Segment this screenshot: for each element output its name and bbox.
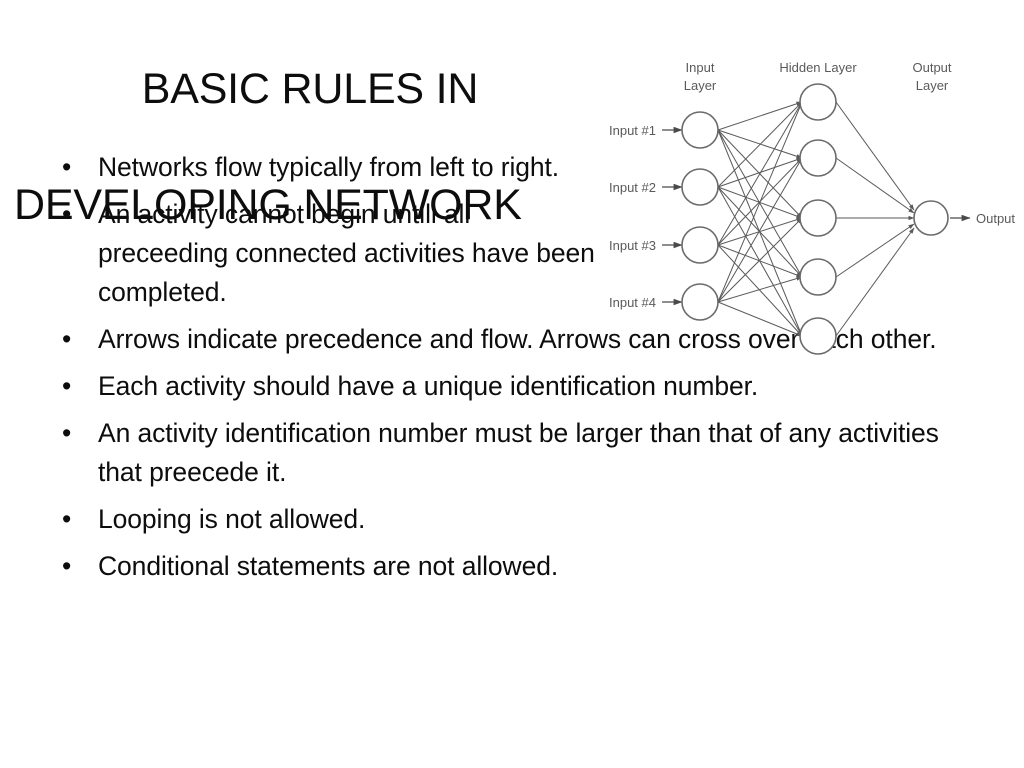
list-item: • Each activity should have a unique ide… [56, 367, 956, 406]
input-node-2 [681, 168, 719, 206]
output-node [913, 200, 949, 236]
input-label-4: Input #4 [609, 295, 656, 310]
output-layer-label-line-1: Output [912, 60, 951, 75]
bullet-marker-icon: • [62, 199, 72, 229]
hidden-to-output-edges [835, 101, 915, 337]
input-to-hidden-edges [717, 101, 803, 337]
input-node-4 [681, 283, 719, 321]
bullet-marker-icon: • [62, 152, 72, 182]
input-node-3 [681, 226, 719, 264]
bullet-marker-icon: • [62, 324, 72, 354]
input-layer-label-line-2: Layer [684, 78, 717, 93]
list-item: • Looping is not allowed. [56, 500, 956, 539]
bullet-marker-icon: • [62, 371, 72, 401]
input-arrows [662, 126, 683, 306]
rules-bullet-list: • Networks flow typically from left to r… [56, 148, 956, 594]
input-node-1 [681, 111, 719, 149]
list-item: • Arrows indicate precedence and flow. A… [56, 320, 956, 359]
list-item-text: Networks flow typically from left to rig… [98, 152, 560, 182]
output-layer-label-line-2: Layer [916, 78, 949, 93]
list-item-text: Each activity should have a unique ident… [98, 371, 759, 401]
page-title-line-2: DEVELOPING NETWORK [14, 181, 522, 229]
input-label-2: Input #2 [609, 180, 656, 195]
list-item-text: An activity identification number must b… [98, 418, 939, 487]
bullet-marker-icon: • [62, 418, 72, 448]
hidden-node-4 [799, 258, 837, 296]
hidden-layer-label: Hidden Layer [779, 60, 857, 75]
list-item-text: Arrows indicate precedence and flow. Arr… [98, 324, 937, 354]
hidden-layer-nodes [799, 83, 837, 355]
hidden-node-5 [799, 317, 837, 355]
list-item: • Conditional statements are not allowed… [56, 547, 956, 586]
output-label: Output [976, 211, 1015, 226]
list-item-text: Looping is not allowed. [98, 504, 366, 534]
list-item: • Networks flow typically from left to r… [56, 148, 956, 187]
neural-network-diagram: Input Layer Hidden Layer Output Layer [590, 50, 1024, 370]
list-item: • An activity identification number must… [56, 414, 956, 492]
list-item-text: Conditional statements are not allowed. [98, 551, 559, 581]
list-item-text: An activity cannot begin untill all prec… [98, 199, 595, 307]
page-title: BASIC RULES IN DEVELOPING NETWORK [0, 2, 600, 292]
bullet-marker-icon: • [62, 504, 72, 534]
hidden-node-2 [799, 139, 837, 177]
bullet-marker-icon: • [62, 551, 72, 581]
input-label-1: Input #1 [609, 123, 656, 138]
page-title-line-1: BASIC RULES IN [141, 65, 479, 113]
hidden-node-1 [799, 83, 837, 121]
input-layer-label-line-1: Input [686, 60, 715, 75]
hidden-node-3 [799, 199, 837, 237]
input-label-3: Input #3 [609, 238, 656, 253]
input-layer-nodes [681, 111, 719, 321]
list-item: • An activity cannot begin untill all pr… [56, 195, 956, 312]
